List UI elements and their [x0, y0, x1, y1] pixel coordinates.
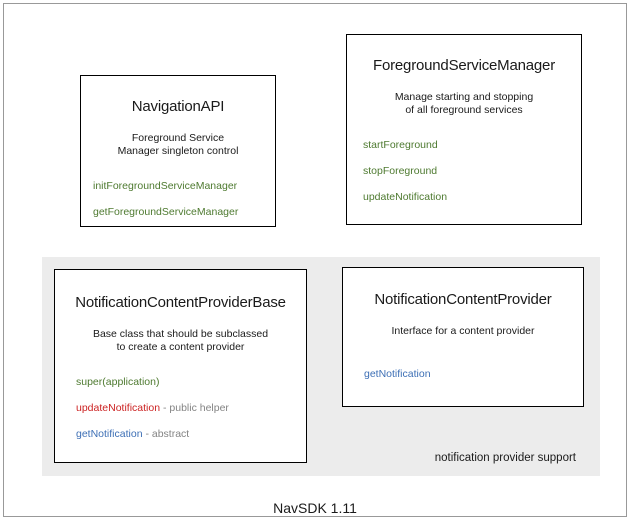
diagram-outer-frame: notification provider support Navigation…	[3, 3, 627, 517]
member-name: getNotification	[364, 368, 431, 380]
class-description-line2: Manager singleton control	[117, 145, 239, 157]
class-title: NotificationContentProvider	[374, 291, 552, 308]
class-box-navigation-api[interactable]: NavigationAPI Foreground Service Manager…	[80, 75, 276, 227]
member-name: updateNotification	[76, 402, 161, 414]
member-name: stopForeground	[363, 165, 438, 177]
class-member[interactable]: updateNotification	[363, 191, 581, 204]
member-list: super(application) updateNotification - …	[55, 376, 306, 441]
class-title: NavigationAPI	[131, 98, 225, 115]
group-panel-label: notification provider support	[434, 452, 576, 464]
class-description-line1: Base class that should be subclassed	[92, 328, 269, 340]
member-name: super(application)	[76, 376, 160, 388]
member-list: getNotification	[343, 368, 583, 381]
class-title: ForegroundServiceManager	[373, 57, 555, 74]
class-description: Foreground Service Manager singleton con…	[81, 132, 275, 158]
member-name: getNotification	[76, 428, 143, 440]
class-box-notification-content-provider-base[interactable]: NotificationContentProviderBase Base cla…	[54, 269, 307, 463]
class-description: Manage starting and stopping of all fore…	[347, 91, 581, 117]
class-description-line1: Foreground Service	[131, 132, 225, 144]
member-note: - abstract	[142, 428, 190, 440]
class-member[interactable]: startForeground	[363, 139, 581, 152]
class-description: Base class that should be subclassed to …	[55, 328, 306, 354]
member-name: startForeground	[363, 139, 438, 151]
member-name: getForegroundServiceManager	[93, 206, 239, 218]
footer-version-label: NavSDK 1.11	[273, 500, 357, 516]
class-member[interactable]: getNotification - abstract	[76, 428, 306, 441]
class-member[interactable]: stopForeground	[363, 165, 581, 178]
member-name: updateNotification	[363, 191, 448, 203]
member-list: startForeground stopForeground updateNot…	[347, 139, 581, 204]
class-member[interactable]: getForegroundServiceManager	[93, 206, 275, 219]
class-member[interactable]: initForegroundServiceManager	[93, 180, 275, 193]
class-member[interactable]: super(application)	[76, 376, 306, 389]
class-box-foreground-service-manager[interactable]: ForegroundServiceManager Manage starting…	[346, 34, 582, 225]
class-description: Interface for a content provider	[343, 325, 583, 338]
class-description-line1: Manage starting and stopping	[394, 91, 534, 103]
class-title: NotificationContentProviderBase	[75, 294, 286, 311]
class-member[interactable]: getNotification	[364, 368, 583, 381]
class-description-line1: Interface for a content provider	[391, 325, 535, 337]
member-name: initForegroundServiceManager	[93, 180, 238, 192]
class-description-line2: of all foreground services	[405, 104, 523, 116]
member-note: - public helper	[160, 402, 229, 414]
class-description-line2: to create a content provider	[116, 341, 245, 353]
class-box-notification-content-provider[interactable]: NotificationContentProvider Interface fo…	[342, 267, 584, 407]
member-list: initForegroundServiceManager getForegrou…	[81, 180, 275, 219]
class-member[interactable]: updateNotification - public helper	[76, 402, 306, 415]
